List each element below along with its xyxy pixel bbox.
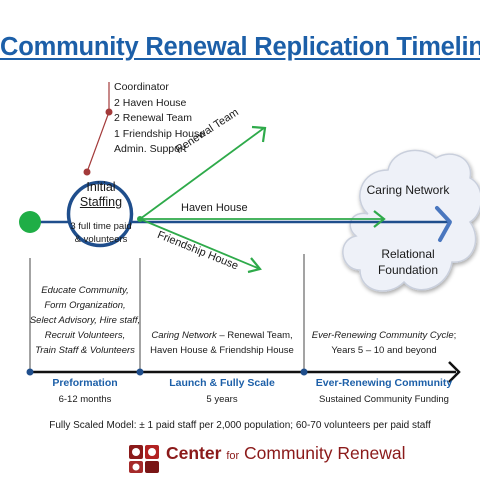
role-item: Admin. Support xyxy=(114,143,187,156)
org-for: for xyxy=(226,450,240,462)
phase-desc-line: Train Staff & Volunteers xyxy=(35,345,135,356)
phase-ever-desc-italic: Ever-Renewing Community Cycle xyxy=(311,330,454,341)
initial-staffing-sub1: 3 full time paid xyxy=(70,221,132,232)
phase-ever-desc-rest: ; xyxy=(453,330,457,341)
cloud-shape xyxy=(342,149,480,292)
haven-house-arrowhead xyxy=(373,210,386,228)
renewal-team-branch xyxy=(139,127,265,220)
phase-launch-duration: 5 years xyxy=(206,394,238,405)
phase-launch-label: Launch & Fully Scale xyxy=(169,377,275,389)
phase-launch-desc-italic: Caring Network xyxy=(151,330,217,341)
phase-desc-line: Form Organization, xyxy=(44,300,126,311)
phase-launch-desc-line2: Haven House & Friendship House xyxy=(150,345,294,356)
org-rest: Community Renewal xyxy=(244,443,406,463)
roles-dot xyxy=(105,108,113,116)
phase-desc-line: Educate Community, xyxy=(41,285,129,296)
role-item: 2 Haven House xyxy=(114,96,187,109)
org-center: Center xyxy=(166,443,222,463)
phase-launch-description: Caring Network – Renewal Team, Haven Hou… xyxy=(140,328,304,358)
relational-line1: Relational xyxy=(381,247,435,261)
phase-ever-renewing-label: Ever-Renewing Community xyxy=(315,377,453,389)
bottom-timeline-arrowhead xyxy=(448,361,461,383)
phase-preformation-duration: 6-12 months xyxy=(58,394,112,405)
phase-launch-desc-rest: – Renewal Team, xyxy=(216,330,293,341)
branch-node xyxy=(137,216,143,222)
phase-ever-renewing-funding: Sustained Community Funding xyxy=(319,394,449,405)
haven-house-label: Haven House xyxy=(181,202,248,214)
phase-ever-renewing-description: Ever-Renewing Community Cycle; Years 5 –… xyxy=(304,328,464,358)
initial-staffing-title: Initial Staffing xyxy=(70,180,132,210)
bottom-node-1 xyxy=(26,368,34,376)
organization-name: Center for Community Renewal xyxy=(166,443,405,464)
bottom-node-2 xyxy=(136,368,144,376)
initial-staffing-subtitle: 3 full time paid & volunteers xyxy=(70,220,132,246)
renewal-team-arrowhead xyxy=(251,125,267,143)
initial-staffing-sub2: & volunteers xyxy=(74,234,128,245)
role-item: Coordinator xyxy=(114,81,169,93)
caring-network-label: Caring Network xyxy=(366,183,450,197)
role-item: 2 Renewal Team xyxy=(114,112,193,125)
phase-desc-line: Select Advisory, Hire staff, xyxy=(29,315,141,326)
initial-staffing-line1: Initial xyxy=(86,180,116,194)
fully-scaled-model-note: Fully Scaled Model: ± 1 paid staff per 2… xyxy=(49,420,431,431)
staffing-connector xyxy=(86,111,110,173)
bottom-node-3 xyxy=(300,368,308,376)
start-dot xyxy=(19,211,41,233)
page-title: Community Renewal Replication Timeline xyxy=(0,33,480,61)
role-item: 1 Friendship House xyxy=(114,127,206,140)
phase-preformation-label: Preformation xyxy=(52,377,118,389)
staffing-dot xyxy=(83,168,91,176)
relational-line2: Foundation xyxy=(377,263,439,277)
phase-preformation-description: Educate Community, Form Organization, Se… xyxy=(28,283,142,358)
phase-desc-line: Recruit Volunteers, xyxy=(44,330,126,341)
friendship-house-branch xyxy=(139,218,261,270)
phase-ever-desc-line2: Years 5 – 10 and beyond xyxy=(331,345,437,356)
ccr-logo-icon xyxy=(129,445,159,473)
friendship-house-arrowhead xyxy=(247,257,262,274)
relational-foundation-label: Relational Foundation xyxy=(358,246,458,278)
main-timeline-arrowhead xyxy=(435,206,452,242)
initial-staffing-line2: Staffing xyxy=(79,195,123,209)
initial-staffing-circle xyxy=(66,180,134,248)
staffing-roles-list: Coordinator 2 Haven House 2 Renewal Team… xyxy=(114,80,205,158)
